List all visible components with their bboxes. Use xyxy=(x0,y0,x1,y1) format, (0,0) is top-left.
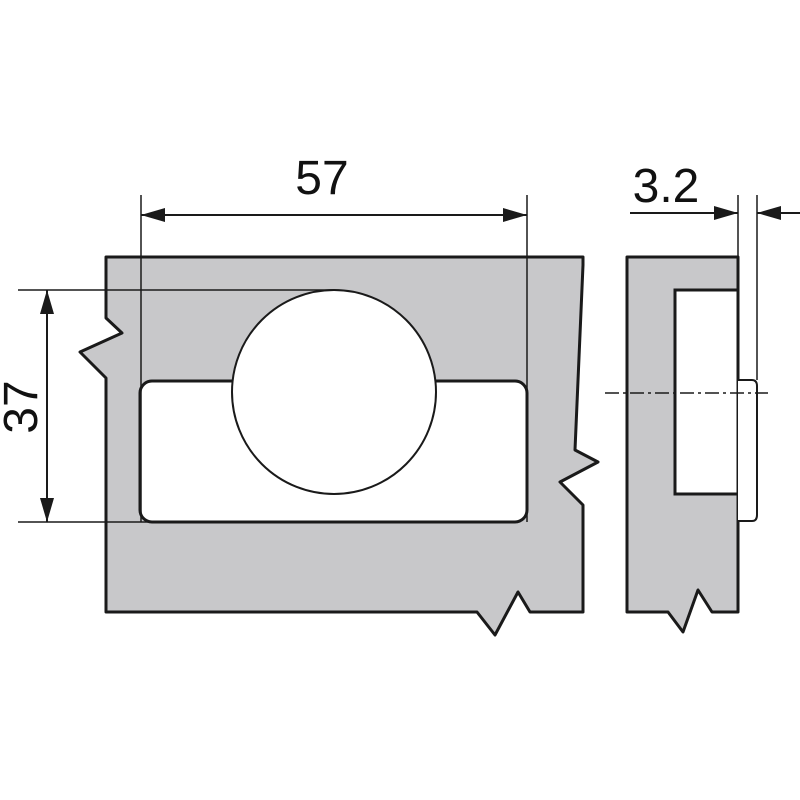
front-view xyxy=(78,255,600,637)
side-recess xyxy=(673,288,740,496)
arrowhead-top xyxy=(40,290,54,314)
arrowhead-t-right xyxy=(757,206,781,220)
height-label: 37 xyxy=(0,380,48,433)
width-label: 57 xyxy=(295,152,348,205)
dimension-height: 37 xyxy=(0,289,334,523)
thickness-label: 3.2 xyxy=(633,160,700,213)
dimension-width: 57 xyxy=(140,152,528,522)
arrowhead-t-left xyxy=(714,206,738,220)
arrowhead-right xyxy=(503,208,527,222)
arrowhead-left xyxy=(141,208,165,222)
cup-bore-circle xyxy=(231,289,437,495)
side-view xyxy=(605,255,768,634)
side-flange xyxy=(738,379,758,522)
dimension-thickness: 3.2 xyxy=(630,160,800,380)
arrowhead-bottom xyxy=(40,498,54,522)
